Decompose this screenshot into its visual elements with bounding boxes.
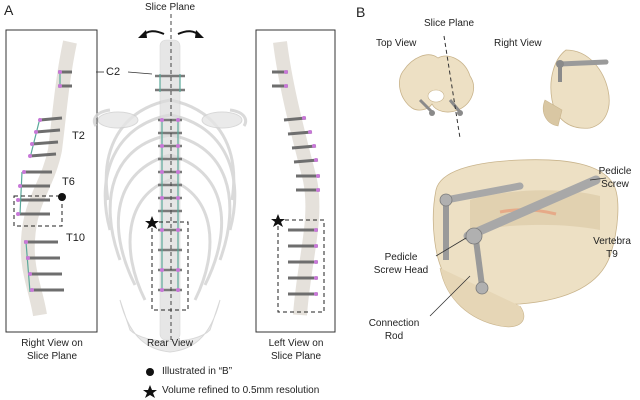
rotate-right-arrowhead [195, 30, 204, 38]
rear-view-dashed-box [151, 221, 189, 311]
legend-star-text: Volume refined to 0.5mm resolution [162, 385, 320, 396]
left-view-heads [284, 70, 320, 296]
rear-view-spine [159, 39, 181, 341]
top-view-label: Top View [376, 38, 417, 49]
slice-plane-label-a: Slice Plane [144, 2, 196, 13]
top-view-vertebra [399, 54, 474, 116]
pedicle-screw-label-1: Pedicle [598, 166, 632, 177]
t6-label: T6 [62, 176, 75, 188]
slice-plane-label-b: Slice Plane [424, 18, 475, 29]
t10-label: T10 [66, 232, 85, 244]
rear-view-caption: Rear View [147, 338, 193, 349]
right-view-rod [19, 70, 61, 293]
right-view-screws [18, 70, 72, 292]
connection-rod-label-1: Connection [368, 318, 420, 329]
panel-b-leaders [429, 177, 607, 317]
vertebra-label-1: Vertebra [593, 236, 631, 247]
left-view-spine [273, 41, 320, 316]
right-view-label: Right View [494, 38, 542, 49]
c2-leader-2 [127, 71, 153, 75]
right-view-caption-2: Slice Plane [26, 351, 78, 362]
t2-label: T2 [72, 130, 85, 142]
legend-circle-text: Illustrated in “B” [162, 366, 233, 377]
c2-label: C2 [106, 66, 121, 78]
pedicle-screw-head [465, 227, 483, 245]
left-view-caption-2: Slice Plane [270, 351, 322, 362]
legend-star-icon [143, 385, 157, 398]
right-view-vertebra [542, 49, 610, 129]
pedicle-screw-head-label-1: Pedicle [384, 252, 418, 263]
left-view-frame [255, 29, 336, 333]
right-view-frame [5, 29, 98, 333]
pedicle-screw-head-label-2: Screw Head [373, 265, 429, 276]
left-view-star-icon [271, 214, 285, 227]
left-view-caption-1: Left View on [268, 338, 324, 349]
right-view-heads [16, 70, 62, 292]
rear-view-shoulders [97, 111, 243, 353]
connection-rod-label-2: Rod [384, 331, 404, 342]
panel-b-letter: B [356, 4, 366, 20]
left-view-dashed-box [277, 219, 325, 313]
rotate-left-arrowhead [138, 30, 147, 38]
right-view-caption-1: Right View on [21, 338, 83, 349]
illustrated-marker-circle-icon [58, 193, 66, 201]
pedicle-screw-label-2: Screw [601, 179, 629, 190]
vertebra-label-2: T9 [606, 249, 618, 260]
panel-a-letter: A [4, 2, 14, 18]
rear-view-ribcage [92, 98, 248, 301]
refined-volume-star-icon [145, 216, 159, 229]
right-view-dashed-box [13, 195, 63, 227]
slice-plane-line-b [443, 35, 461, 139]
legend-circle-icon [146, 368, 154, 376]
rear-view-heads [160, 118, 180, 292]
